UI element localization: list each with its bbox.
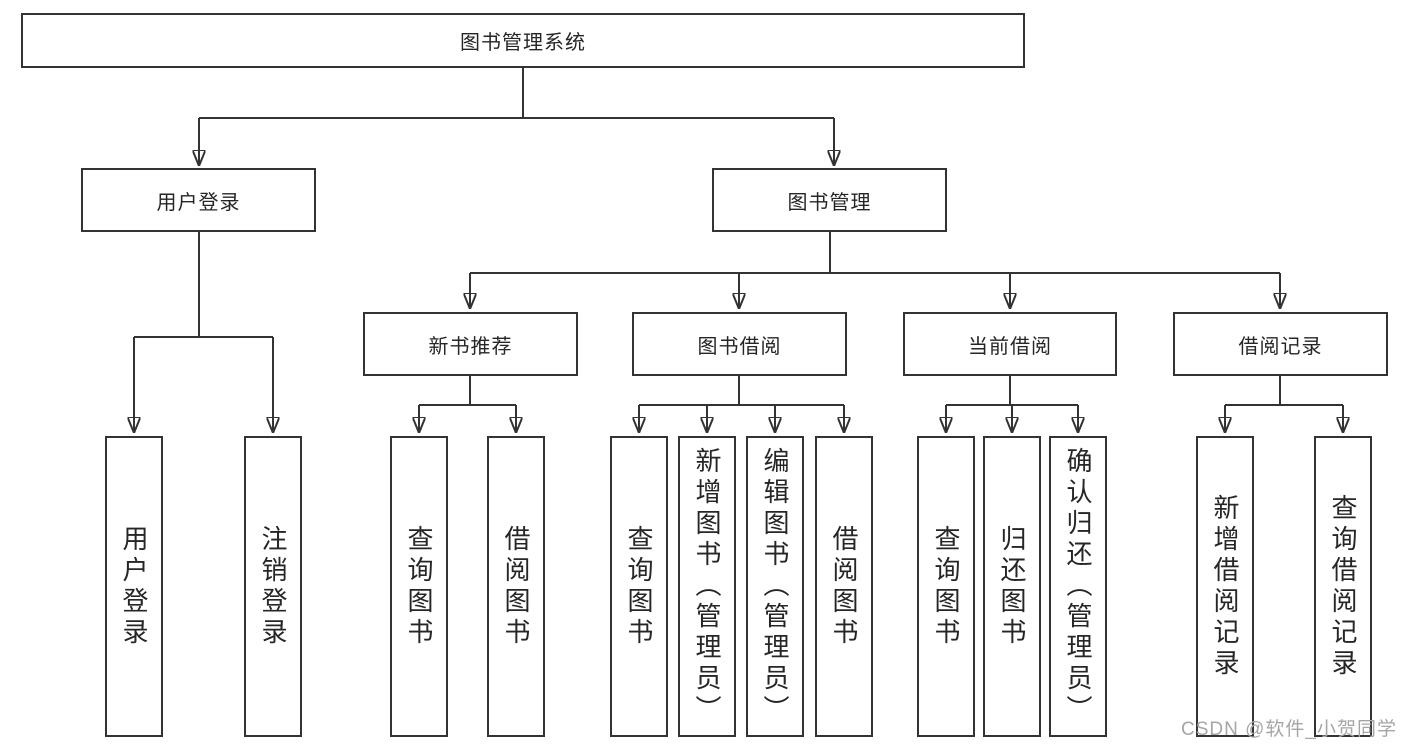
leaf-borrowing-edit-books-admin: 编辑图书（管理员） <box>746 436 804 737</box>
leaf-logout: 注销登录 <box>244 436 302 737</box>
node-current-borrowing: 当前借阅 <box>903 312 1117 376</box>
leaf-records-add-borrow-record: 新增借阅记录 <box>1196 436 1254 737</box>
node-borrowing-records: 借阅记录 <box>1173 312 1388 376</box>
node-book-borrowing: 图书借阅 <box>632 312 847 376</box>
leaf-recommend-borrow-books: 借阅图书 <box>487 436 545 737</box>
leaf-borrowing-add-books-admin: 新增图书（管理员） <box>678 436 736 737</box>
leaf-records-query-borrow-record: 查询借阅记录 <box>1314 436 1372 737</box>
node-root: 图书管理系统 <box>21 13 1025 68</box>
leaf-current-query-books: 查询图书 <box>917 436 975 737</box>
leaf-current-return-books: 归还图书 <box>983 436 1041 737</box>
leaf-borrowing-borrow-books: 借阅图书 <box>815 436 873 737</box>
watermark: CSDN @软件_小贺同学 <box>1181 719 1397 740</box>
leaf-recommend-query-books: 查询图书 <box>390 436 448 737</box>
leaf-borrowing-query-books: 查询图书 <box>610 436 668 737</box>
leaf-current-confirm-return-admin: 确认归还（管理员） <box>1049 436 1107 737</box>
node-book-management: 图书管理 <box>712 168 947 232</box>
leaf-user-login: 用户登录 <box>105 436 163 737</box>
node-new-book-recommend: 新书推荐 <box>363 312 578 376</box>
node-user-login: 用户登录 <box>81 168 316 232</box>
